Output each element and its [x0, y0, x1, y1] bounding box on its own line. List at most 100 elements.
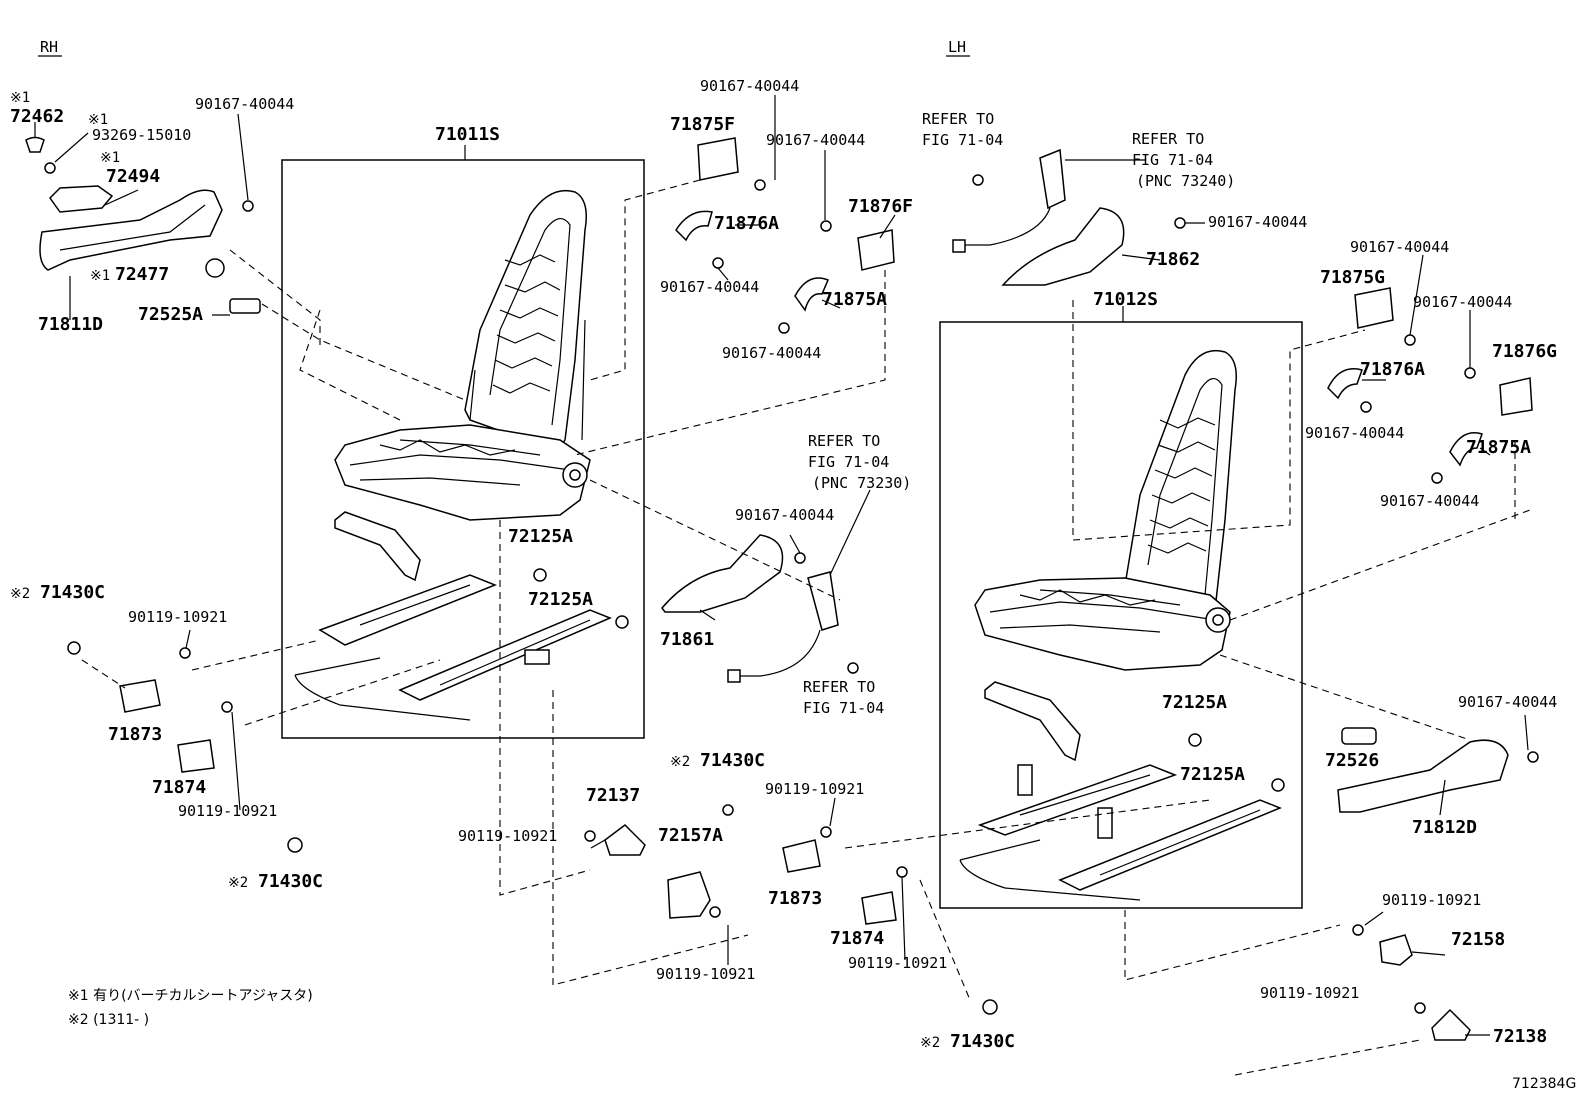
bracket-71875a-icon: [794, 277, 829, 312]
label-90167-40044: 90167-40044: [1350, 238, 1449, 256]
screw-icon: [794, 552, 806, 564]
refer-fig: FIG 71-04: [1132, 151, 1213, 169]
screw-icon: [1404, 334, 1416, 346]
label-71012s: 71012S: [1093, 289, 1158, 310]
label-71874: 71874: [830, 928, 884, 949]
label-72125a: 72125A: [1162, 692, 1227, 713]
label-90119-10921: 90119-10921: [765, 780, 864, 798]
bracket-71876a-icon: [675, 210, 713, 242]
refer-to: REFER TO: [808, 432, 880, 450]
rh-seat-illustration: [294, 190, 612, 721]
label-71430c: 71430C: [700, 750, 765, 771]
label-72477: 72477: [115, 264, 169, 285]
leader-lines: [34, 95, 1529, 1036]
label-90167-40044: 90167-40044: [1413, 293, 1512, 311]
label-90119-10921: 90119-10921: [178, 802, 277, 820]
label-90167-40044: 90167-40044: [735, 506, 834, 524]
label-71874: 71874: [152, 777, 206, 798]
cover-72525a-icon: [229, 298, 261, 314]
clip-72125a-icon: [1188, 733, 1202, 747]
bracket-71874-icon: [861, 891, 897, 925]
bracket-71873-icon: [119, 679, 161, 713]
screw-icon: [1174, 217, 1186, 229]
label-72494: 72494: [106, 166, 160, 187]
refer-fig: FIG 71-04: [803, 699, 884, 717]
mark-1: ※1: [90, 268, 110, 284]
bolt-icon: [1352, 924, 1364, 936]
clip-72125a-icon: [1271, 778, 1285, 792]
label-71875f: 71875F: [670, 114, 735, 135]
buckle-73230-icon: [807, 571, 839, 631]
label-71876a: 71876A: [714, 213, 779, 234]
bolt-icon: [820, 826, 832, 838]
label-71875a: 71875A: [822, 289, 887, 310]
header-lh: LH: [948, 38, 966, 56]
screw-icon: [242, 200, 254, 212]
cover-71876f-icon: [857, 229, 895, 271]
clip-71430c-icon: [67, 641, 81, 655]
label-71876f: 71876F: [848, 196, 913, 217]
screw-icon: [712, 257, 724, 269]
label-90167-40044: 90167-40044: [1380, 492, 1479, 510]
label-90119-10921: 90119-10921: [1382, 891, 1481, 909]
mark-1: ※1: [10, 90, 30, 106]
rh-small-parts: [25, 136, 998, 1015]
clip-71430c-icon: [982, 999, 998, 1015]
shield-71812d-icon: [1337, 739, 1509, 813]
knob-72494-icon: [49, 185, 114, 213]
screw-icon: [1431, 472, 1443, 484]
mark-2: ※2: [920, 1035, 940, 1051]
label-72462: 72462: [10, 106, 64, 127]
refer-pnc-73240: (PNC 73240): [1136, 172, 1235, 190]
shield-71862-icon: [1001, 207, 1125, 286]
note-2: ※2 (1311- ): [68, 1012, 149, 1028]
label-71873: 71873: [768, 888, 822, 909]
clip-72125a-icon: [615, 615, 629, 629]
bracket-71875a-icon: [1449, 432, 1483, 467]
refer-pnc-73230: (PNC 73230): [812, 474, 911, 492]
mark-2: ※2: [10, 586, 30, 602]
label-71876g: 71876G: [1492, 341, 1557, 362]
clip-72477-icon: [205, 258, 225, 278]
label-71430c: 71430C: [258, 871, 323, 892]
label-90167-40044: 90167-40044: [1305, 424, 1404, 442]
mark-2: ※2: [670, 754, 690, 770]
label-71862: 71862: [1146, 249, 1200, 270]
mark-1: ※1: [100, 150, 120, 166]
shield-71811d-icon: [39, 189, 223, 271]
label-71812d: 71812D: [1412, 817, 1477, 838]
label-90167-40044: 90167-40044: [722, 344, 821, 362]
label-71430c: 71430C: [950, 1031, 1015, 1052]
screw-icon: [972, 174, 984, 186]
refer-to: REFER TO: [922, 110, 994, 128]
label-71875g: 71875G: [1320, 267, 1385, 288]
label-72158: 72158: [1451, 929, 1505, 950]
label-71861: 71861: [660, 629, 714, 650]
label-71811d: 71811D: [38, 314, 103, 335]
screw-icon: [1464, 367, 1476, 379]
bracket-71874-icon: [177, 739, 215, 773]
label-72137: 72137: [586, 785, 640, 806]
screw-icon: [778, 322, 790, 334]
label-71876a: 71876A: [1360, 359, 1425, 380]
mark-1: ※1: [88, 112, 108, 128]
bolt-icon: [847, 662, 859, 674]
label-90167-40044: 90167-40044: [766, 131, 865, 149]
cover-72157a-icon: [667, 871, 711, 919]
label-93269-15010: 93269-15010: [92, 126, 191, 144]
label-72138: 72138: [1493, 1026, 1547, 1047]
screw-icon: [820, 220, 832, 232]
label-90167-40044: 90167-40044: [1458, 693, 1557, 711]
bolt-icon: [896, 866, 908, 878]
label-90119-10921: 90119-10921: [458, 827, 557, 845]
label-90167-40044: 90167-40044: [660, 278, 759, 296]
label-71873: 71873: [108, 724, 162, 745]
refer-to: REFER TO: [803, 678, 875, 696]
label-72125a: 72125A: [528, 589, 593, 610]
label-90119-10921: 90119-10921: [656, 965, 755, 983]
bracket-71873-icon: [782, 839, 821, 873]
mark-2: ※2: [228, 875, 248, 891]
cover-71875f-icon: [697, 137, 739, 181]
connector-icon: [727, 669, 741, 683]
